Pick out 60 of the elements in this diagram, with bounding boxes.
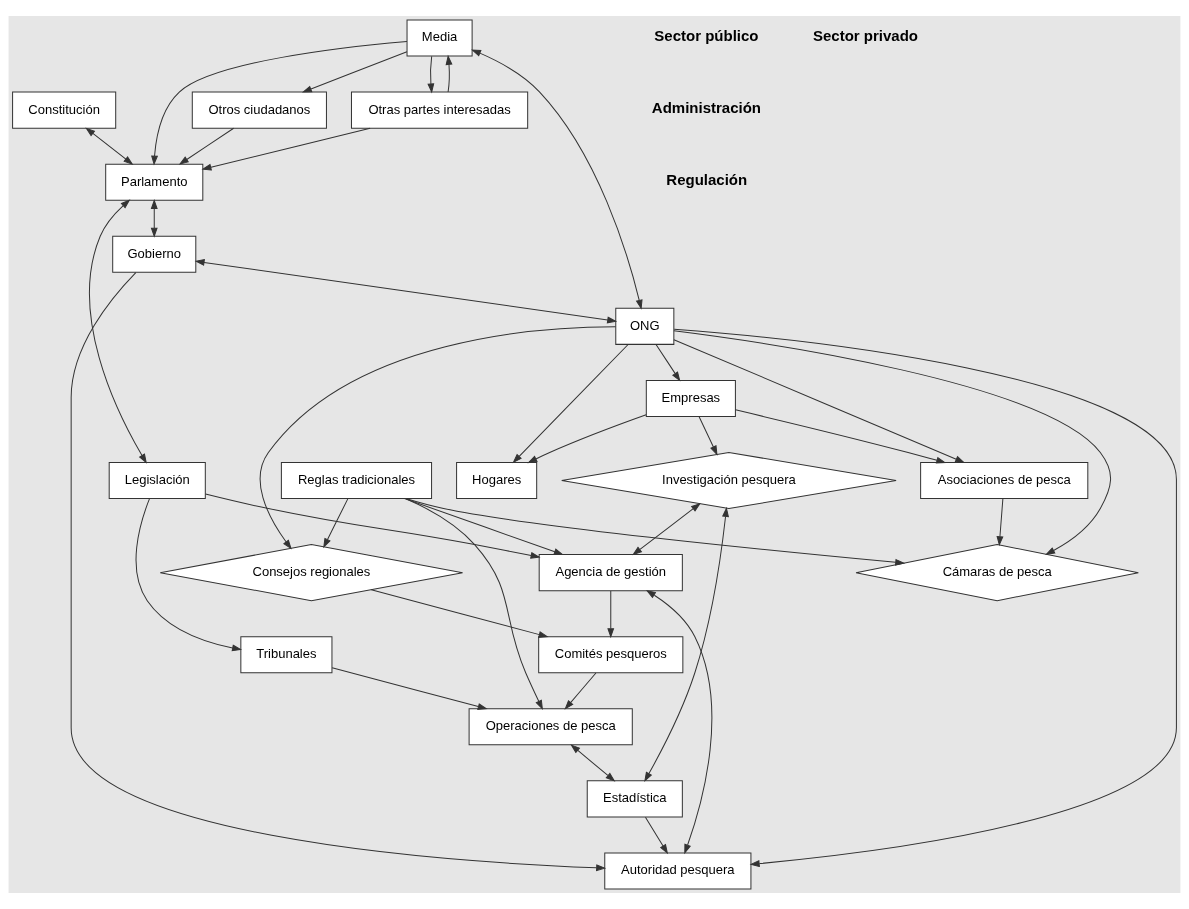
node-box: Tribunales — [240, 636, 333, 674]
node-box: Legislación — [108, 462, 206, 500]
node-box: Gobierno — [112, 235, 197, 273]
node-box: Empresas — [645, 379, 736, 417]
arrow — [655, 344, 681, 381]
arrow — [135, 498, 242, 652]
arrow — [151, 41, 408, 165]
label: Sector público — [654, 26, 759, 44]
arrow — [471, 49, 643, 309]
arrow — [445, 55, 453, 93]
arrow — [996, 498, 1004, 546]
arrow — [673, 339, 965, 463]
node-box: Autoridad pesquera — [604, 852, 752, 890]
arrow — [571, 744, 615, 782]
label: Regulación — [666, 170, 748, 188]
label: Sector privado — [813, 26, 919, 44]
arrow — [195, 259, 617, 324]
node-box: ONG — [615, 307, 675, 345]
label: Administración — [651, 98, 761, 116]
arrow — [70, 272, 606, 872]
arrow — [673, 330, 1112, 555]
arrow — [698, 416, 718, 455]
node-box: Estadística — [586, 780, 683, 818]
arrow — [607, 590, 615, 638]
arrow — [85, 127, 133, 165]
arrow — [150, 200, 158, 237]
node-box: Reglas tradicionales — [280, 462, 433, 500]
arrow — [646, 590, 713, 854]
node-box: Parlamento — [105, 163, 204, 201]
arrow — [405, 498, 905, 566]
arrow — [644, 816, 668, 854]
arrow — [735, 409, 946, 464]
arrow — [202, 127, 371, 171]
node-diamond: Consejos regionales — [159, 544, 464, 602]
arrow — [564, 672, 597, 710]
arrow — [331, 667, 487, 710]
arrow — [404, 498, 563, 555]
node-box: Media — [406, 19, 473, 57]
node-box: Otras partes interesadas — [350, 91, 529, 129]
arrow — [323, 498, 349, 548]
node-box: Constitución — [12, 91, 117, 129]
arrow — [405, 498, 543, 710]
arrow — [205, 493, 540, 559]
arrow — [673, 328, 1177, 867]
node-box: Asociaciones de pesca — [920, 462, 1089, 500]
arrow — [528, 414, 647, 463]
arrow — [513, 344, 629, 463]
arrow — [259, 326, 616, 549]
node-box: Operaciones de pesca — [468, 708, 633, 746]
arrow — [179, 127, 235, 165]
node-box: Comités pesqueros — [538, 636, 684, 674]
arrow — [89, 199, 147, 463]
arrow — [302, 51, 408, 93]
arrow — [427, 55, 435, 93]
node-box: Hogares — [456, 462, 538, 500]
arrow — [644, 507, 729, 782]
node-box: Agencia de gestión — [538, 554, 683, 592]
arrow — [632, 503, 701, 555]
arrow — [370, 589, 548, 638]
node-box: Otros ciudadanos — [191, 91, 327, 129]
